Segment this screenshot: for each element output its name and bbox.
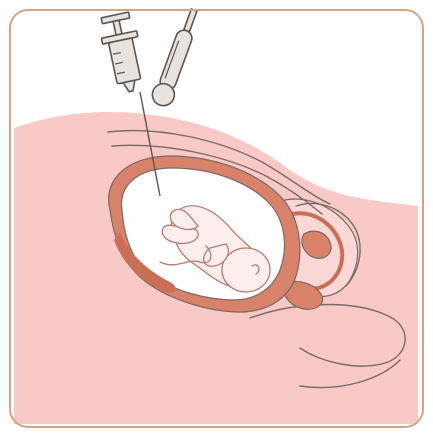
fetus-head — [222, 248, 270, 292]
